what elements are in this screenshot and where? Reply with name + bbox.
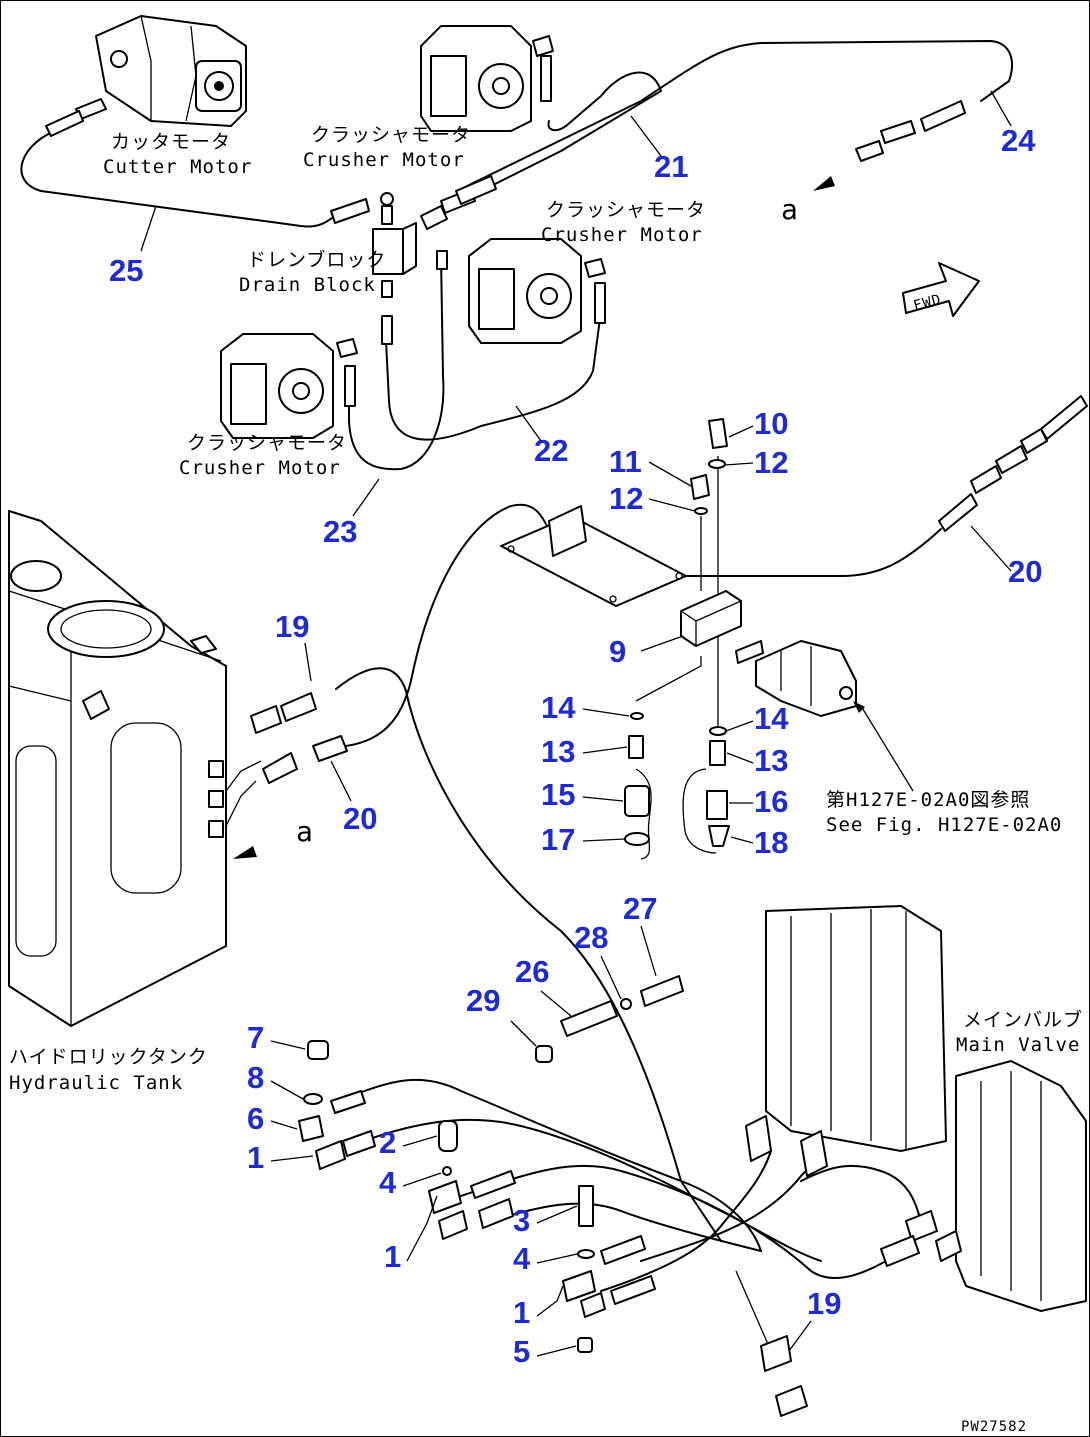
- hydraulic-tank: [8, 510, 348, 1027]
- callout-14-left: 14: [541, 690, 576, 725]
- callout-20-right: 20: [1008, 554, 1042, 589]
- point-a-left: a: [296, 815, 314, 848]
- hose-20-left: [345, 503, 550, 747]
- callout-29: 29: [466, 983, 500, 1018]
- callout-8: 8: [247, 1060, 264, 1095]
- fwd-label: FWD: [912, 292, 943, 315]
- mount-plate: [500, 505, 687, 607]
- callout-9: 9: [609, 634, 626, 669]
- callout-13-right: 13: [754, 743, 788, 778]
- component-labels: カッタモータ Cutter Motor クラッシャモータ Crusher Mot…: [9, 124, 1083, 1435]
- callout-28: 28: [574, 920, 608, 955]
- crusher-motor-mid-label-en: Crusher Motor: [541, 224, 703, 246]
- callout-24: 24: [1001, 123, 1036, 158]
- callout-11: 11: [609, 444, 642, 479]
- hose-25: [20, 128, 342, 228]
- point-a-top: a: [781, 193, 799, 226]
- hose-lower-a: [350, 1078, 762, 1252]
- see-fig-label-en: See Fig. H127E-02A0: [826, 814, 1062, 836]
- hose-22: [385, 310, 602, 441]
- callout-23: 23: [323, 514, 357, 549]
- callout-1-a: 1: [247, 1140, 264, 1175]
- see-fig-label-jp: 第H127E-02A0図参照: [826, 789, 1030, 811]
- callout-15: 15: [541, 777, 575, 812]
- hose-lower-e: [600, 1150, 772, 1292]
- callout-14-right: 14: [754, 701, 789, 736]
- callout-13-left: 13: [541, 734, 575, 769]
- callout-16: 16: [754, 784, 788, 819]
- pointer-line-lower-19: [735, 1270, 772, 1352]
- hose-lines: [20, 40, 1013, 1352]
- hose-lower-b: [350, 1118, 822, 1262]
- hose-21: [470, 71, 662, 197]
- hose-to-main-valve: [800, 1164, 922, 1222]
- callout-4-a: 4: [379, 1165, 397, 1200]
- crusher-motor-low-label-en: Crusher Motor: [179, 457, 341, 479]
- crusher-motor-mid: [468, 238, 606, 344]
- hose-19-long: [335, 667, 722, 1242]
- callout-27: 27: [623, 891, 657, 926]
- crusher-motor-top: [420, 25, 554, 132]
- callout-10: 10: [754, 406, 788, 441]
- crusher-motor-mid-label-jp: クラッシャモータ: [546, 199, 706, 221]
- crusher-motor-low: [220, 333, 358, 439]
- hose-23: [348, 255, 445, 471]
- callout-26: 26: [515, 954, 549, 989]
- block-9: [680, 590, 742, 647]
- pointer-line-fig-ref: [860, 705, 914, 792]
- callout-1-b: 1: [384, 1239, 401, 1274]
- cutter-motor-label-jp: カッタモータ: [111, 131, 231, 153]
- bracket-hook-right: [682, 768, 717, 854]
- callout-6: 6: [247, 1101, 264, 1136]
- main-valve-label-jp: メインバルブ: [963, 1008, 1083, 1031]
- hose-lower-d: [490, 1202, 762, 1252]
- bracket-hook-left: [635, 768, 652, 860]
- callout-19-top: 19: [275, 609, 309, 644]
- hose-20-right: [680, 528, 942, 577]
- fittings-20-upper: [938, 395, 1088, 532]
- hydraulic-tank-label-en: Hydraulic Tank: [9, 1072, 183, 1094]
- callout-20-left: 20: [343, 801, 377, 836]
- crusher-motor-top-label-jp: クラッシャモータ: [311, 124, 471, 146]
- callout-17: 17: [541, 822, 575, 857]
- hydraulic-tank-label-jp: ハイドロリックタンク: [9, 1046, 208, 1068]
- callout-2: 2: [379, 1125, 396, 1160]
- callout-25: 25: [109, 253, 143, 288]
- cutter-motor-label-en: Cutter Motor: [103, 156, 252, 178]
- lower-fittings: [298, 975, 808, 1417]
- crusher-motor-top-label-en: Crusher Motor: [303, 149, 465, 171]
- callout-4-b: 4: [513, 1241, 531, 1276]
- cutter-motor: [45, 15, 247, 137]
- fittings-24: [813, 100, 966, 191]
- hose-24: [460, 40, 1013, 190]
- hose-lower-c: [460, 1164, 902, 1279]
- main-valve: [745, 905, 1087, 1312]
- crusher-motor-low-label-jp: クラッシャモータ: [187, 432, 347, 454]
- main-valve-label-en: Main Valve: [956, 1034, 1080, 1056]
- callout-1-c: 1: [513, 1295, 530, 1330]
- callout-12-left: 12: [609, 481, 643, 516]
- drain-block: [330, 175, 497, 345]
- pilot-valve: [735, 640, 865, 717]
- callout-7: 7: [247, 1020, 264, 1055]
- callout-18: 18: [754, 825, 788, 860]
- fittings-10-18: [624, 418, 730, 847]
- callout-19-bottom: 19: [807, 1286, 841, 1321]
- callout-12-right: 12: [754, 445, 788, 480]
- callout-3: 3: [513, 1203, 530, 1238]
- callout-5: 5: [513, 1334, 530, 1369]
- drain-block-label-jp: ドレンブロック: [247, 248, 386, 271]
- drawing-code: PW27582: [961, 1419, 1027, 1435]
- fwd-arrow: FWD: [902, 262, 980, 317]
- callout-numbers: 25 21 24 22 23 10 11 12 12 20 19 9 14 14…: [109, 123, 1042, 1369]
- leader-lines: [140, 90, 1012, 1357]
- drain-block-label-en: Drain Block: [239, 274, 376, 296]
- drain-line-branch: [635, 656, 702, 702]
